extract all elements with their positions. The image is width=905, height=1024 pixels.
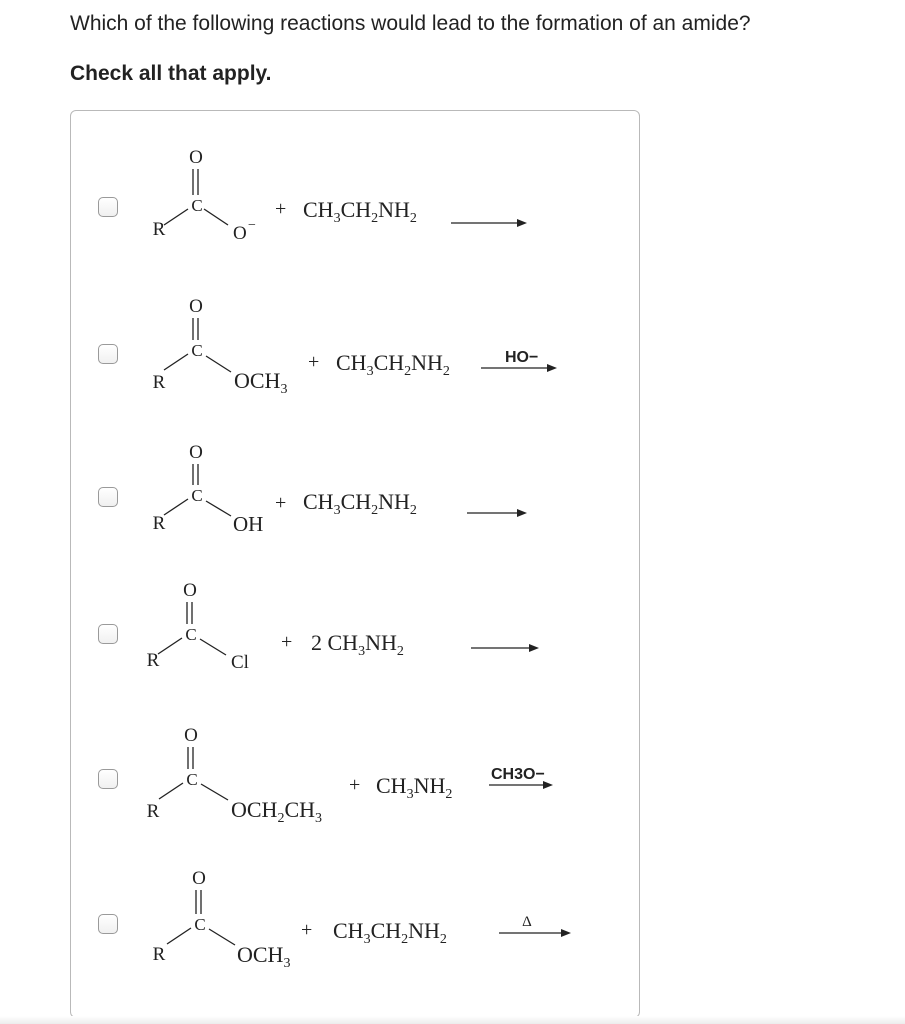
- page-bottom-shade: [0, 1016, 905, 1024]
- carbonyl-carbon: C: [185, 625, 196, 644]
- carbonyl-carbon: C: [191, 341, 202, 360]
- option-3[interactable]: O C R OH + CH3CH2NH2: [71, 421, 639, 561]
- amine-reagent: CH3CH2NH2: [333, 918, 447, 947]
- option-2[interactable]: O C R OCH3 + CH3CH2NH2 HO−: [71, 276, 639, 416]
- amine-reagent: CH3CH2NH2: [303, 197, 417, 226]
- question-text: Which of the following reactions would l…: [70, 12, 751, 35]
- leaving-group: O: [233, 223, 247, 244]
- carbonyl-carbon: C: [191, 486, 202, 505]
- r-group: R: [153, 944, 166, 965]
- r-group: R: [147, 801, 160, 822]
- leaving-group: Cl: [231, 652, 249, 673]
- amine-reagent: CH3CH2NH2: [303, 489, 417, 518]
- leaving-group: OCH2CH3: [231, 797, 322, 826]
- amine-reagent: CH3NH2: [376, 773, 452, 802]
- amine-reagent: CH3CH2NH2: [336, 350, 450, 379]
- option-1[interactable]: O C R O − + CH3CH2NH2: [71, 131, 639, 271]
- option-1-reaction: O C R O − + CH3CH2NH2: [153, 147, 527, 244]
- r-group: R: [153, 513, 166, 534]
- option-1-checkbox[interactable]: [98, 197, 118, 217]
- plus-sign: +: [281, 631, 292, 653]
- reaction-condition: HO−: [505, 349, 538, 366]
- option-4-reaction: O C R Cl + 2 CH3NH2: [147, 580, 539, 673]
- carbonyl-oxygen: O: [189, 296, 203, 317]
- carbonyl-oxygen: O: [184, 725, 198, 746]
- carbonyl-oxygen: O: [192, 868, 206, 889]
- plus-sign: +: [349, 774, 360, 796]
- plus-sign: +: [308, 351, 319, 373]
- instruction-text: Check all that apply.: [70, 62, 272, 85]
- leaving-group: OCH3: [237, 942, 290, 971]
- plus-sign: +: [301, 919, 312, 941]
- carbonyl-oxygen: O: [189, 442, 203, 463]
- reaction-condition: CH3O−: [491, 766, 545, 783]
- reaction-condition: Δ: [522, 914, 532, 930]
- option-3-checkbox[interactable]: [98, 487, 118, 507]
- leaving-group: OH: [233, 512, 263, 536]
- plus-sign: +: [275, 198, 286, 220]
- option-3-reaction: O C R OH + CH3CH2NH2: [153, 442, 527, 536]
- carbonyl-carbon: C: [186, 770, 197, 789]
- option-5[interactable]: O C R OCH2CH3 + CH3NH2 CH3O−: [71, 711, 639, 851]
- option-4[interactable]: O C R Cl + 2 CH3NH2: [71, 566, 639, 706]
- option-6-checkbox[interactable]: [98, 914, 118, 934]
- leaving-group: OCH3: [234, 368, 287, 397]
- answer-options-panel: O C R O − + CH3CH2NH2 O C R OCH3 + CH3CH…: [70, 110, 640, 1018]
- option-5-checkbox[interactable]: [98, 769, 118, 789]
- option-6-reaction: O C R OCH3 + CH3CH2NH2 Δ: [153, 868, 571, 971]
- r-group: R: [153, 372, 166, 393]
- plus-sign: +: [275, 492, 286, 514]
- option-5-reaction: O C R OCH2CH3 + CH3NH2 CH3O−: [147, 725, 553, 826]
- r-group: R: [153, 219, 166, 240]
- carbonyl-carbon: C: [194, 915, 205, 934]
- option-6[interactable]: O C R OCH3 + CH3CH2NH2 Δ: [71, 856, 639, 996]
- r-group: R: [147, 650, 160, 671]
- amine-reagent: 2 CH3NH2: [311, 630, 404, 659]
- option-4-checkbox[interactable]: [98, 624, 118, 644]
- carbonyl-oxygen: O: [189, 147, 203, 168]
- leaving-group-charge: −: [248, 218, 256, 233]
- option-2-checkbox[interactable]: [98, 344, 118, 364]
- option-2-reaction: O C R OCH3 + CH3CH2NH2 HO−: [153, 296, 557, 397]
- carbonyl-oxygen: O: [183, 580, 197, 601]
- carbonyl-carbon: C: [191, 196, 202, 215]
